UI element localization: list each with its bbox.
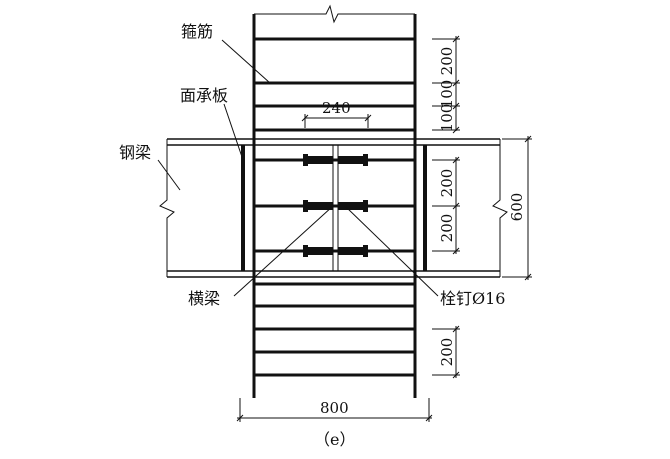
bearing-plates xyxy=(241,145,427,271)
dim-tick xyxy=(452,102,460,110)
dim-text-100-b: 100 xyxy=(438,104,456,133)
leader-stirrup xyxy=(221,39,271,84)
stud-head xyxy=(303,154,308,166)
dim-tick xyxy=(452,156,460,164)
studs xyxy=(303,154,368,257)
dim-text-800: 800 xyxy=(320,399,349,417)
column-break-line xyxy=(254,4,415,24)
dim-tick xyxy=(452,247,460,255)
leader-cross-beam xyxy=(233,205,334,297)
caption: （e） xyxy=(314,430,355,449)
stud-head xyxy=(303,200,308,212)
dim-tick xyxy=(524,135,532,143)
label-stud: 栓钉Ø16 xyxy=(440,289,505,308)
stud-left xyxy=(306,202,333,210)
leader-stud xyxy=(344,205,439,297)
dim-text-240: 240 xyxy=(322,99,351,117)
stud-right xyxy=(338,156,365,164)
stirrups-upper xyxy=(254,37,415,132)
label-steel-beam: 钢梁 xyxy=(119,143,151,162)
dim-tick xyxy=(452,202,460,210)
dim-text-200-b: 200 xyxy=(438,214,456,243)
stud-head xyxy=(303,245,308,257)
dim-text-600: 600 xyxy=(508,193,526,222)
dim-text-100-a: 100 xyxy=(438,80,456,109)
dim-tick xyxy=(452,371,460,379)
dim-tick xyxy=(524,273,532,281)
leader-steel-beam xyxy=(157,159,181,191)
stud-head xyxy=(363,245,368,257)
stirrups-joint xyxy=(254,158,415,253)
leader-lines xyxy=(157,39,439,297)
dim-tick xyxy=(452,35,460,43)
column-outline xyxy=(252,4,417,398)
leader-bearing-plate xyxy=(223,103,244,161)
dim-tick xyxy=(301,114,309,122)
stud-left xyxy=(306,156,333,164)
beam-break-line xyxy=(159,139,175,277)
dim-right-column xyxy=(432,35,460,379)
dim-tick xyxy=(236,414,244,422)
dim-text-200-top: 200 xyxy=(438,47,456,76)
dim-tick xyxy=(452,126,460,134)
stud-right xyxy=(338,202,365,210)
stud-head xyxy=(363,154,368,166)
stud-right xyxy=(338,247,365,255)
dim-text-200-a: 200 xyxy=(438,169,456,198)
dim-800 xyxy=(236,398,433,422)
dim-240 xyxy=(301,114,372,128)
dim-tick xyxy=(364,114,372,122)
stud-left xyxy=(306,247,333,255)
stud-head xyxy=(363,200,368,212)
dim-tick xyxy=(452,325,460,333)
dim-tick xyxy=(452,79,460,87)
label-bearing-plate: 面承板 xyxy=(180,86,228,105)
beam-break-line-right xyxy=(492,139,508,277)
dim-tick xyxy=(425,414,433,422)
dim-600 xyxy=(492,135,532,281)
stirrups-lower xyxy=(254,282,415,377)
label-stirrup: 箍筋 xyxy=(181,22,213,41)
label-cross-beam: 横梁 xyxy=(188,289,220,308)
dim-text-200-bottom: 200 xyxy=(438,338,456,367)
